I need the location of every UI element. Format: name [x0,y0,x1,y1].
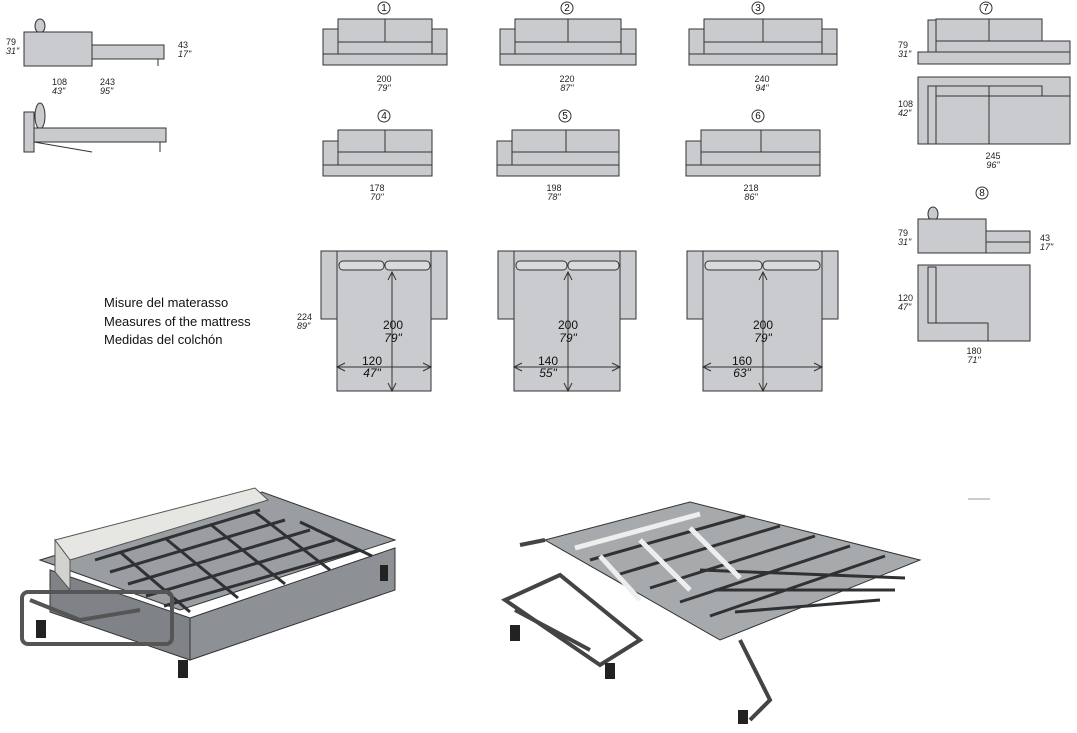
side-depth-cm: 108 [52,77,67,87]
corner7-height-in: 31" [898,49,912,59]
side-height-in: 31" [6,46,20,56]
open-bed-3: 200 79" 160 63" [686,250,839,393]
mechanism-open-illustration [500,501,922,724]
corner-number: 7 [983,3,989,14]
bed-2-width-cm: 140 [538,354,558,368]
corner8-depth-in: 47" [898,302,912,312]
side-view-closed [23,18,165,67]
sofa-6-width-cm: 218 [743,183,758,193]
corner-sofa-8: 8 [917,186,1031,342]
side-depth-in: 43" [52,86,66,96]
bed-1-length-cm: 200 [383,318,403,332]
sofa-1-width-in: 79" [377,83,391,93]
sofa-5: 5 198 78" [496,109,620,202]
bed-3-length-cm: 200 [753,318,773,332]
corner7-depth-in: 42" [898,108,912,118]
corner8-width-cm: 180 [966,346,981,356]
corner7-depth-cm: 108 [898,99,913,109]
sofa-1: 1 200 79" [322,1,448,93]
sofa-4: 4 178 70" [322,109,433,202]
sofa-6: 6 218 86" [685,109,821,202]
sofa-3-width-cm: 240 [754,74,769,84]
bed-1-length-in: 79" [384,331,402,345]
corner8-width-in: 71" [967,355,981,365]
sofa-2-width-in: 87" [560,83,574,93]
sofa-4-width-cm: 178 [369,183,384,193]
sofa-2: 2 220 87" [499,1,637,93]
sofa-4-width-in: 70" [370,192,384,202]
side-view-open [23,102,167,153]
sofa-5-width-cm: 198 [546,183,561,193]
mattress-open-cm: 224 [297,312,312,322]
mechanism-closed-illustration [20,487,397,678]
sofa-number: 4 [381,111,387,122]
sofa-number: 6 [755,111,761,122]
corner7-height-cm: 79 [898,40,908,50]
bed-1-width-in: 47" [363,366,381,380]
sofa-5-width-in: 78" [547,192,561,202]
corner7-width-in: 96" [986,160,1000,170]
open-bed-2: 200 79" 140 55" [497,250,637,393]
open-bed-1: 200 79" 120 47" [320,250,448,393]
mattress-label-en: Measures of the mattress [104,314,251,329]
mattress-label-it: Misure del materasso [104,295,228,310]
sofa-number: 5 [562,111,568,122]
mattress-label-es: Medidas del colchón [104,332,223,347]
corner8-height-in: 31" [898,237,912,247]
corner7-width-cm: 245 [985,151,1000,161]
corner8-depth-cm: 120 [898,293,913,303]
side-seat-cm: 43 [178,40,188,50]
sofa-3-width-in: 94" [755,83,769,93]
corner8-seat-cm: 43 [1040,233,1050,243]
bed-3-width-cm: 160 [732,354,752,368]
bed-2-length-cm: 200 [558,318,578,332]
bed-2-length-in: 79" [559,331,577,345]
corner-sofa-7: 7 [917,1,1071,145]
sofa-number: 3 [755,3,761,14]
bed-3-width-in: 63" [733,366,751,380]
sofa-6-width-in: 86" [744,192,758,202]
bed-1-width-cm: 120 [362,354,382,368]
mattress-open-in: 89" [297,321,311,331]
side-height-cm: 79 [6,37,16,47]
sofa-number: 2 [564,3,570,14]
sofa-number: 1 [381,3,387,14]
sofa-3: 3 240 94" [688,1,838,93]
bed-2-width-in: 55" [539,366,557,380]
bed-3-length-in: 79" [754,331,772,345]
corner8-height-cm: 79 [898,228,908,238]
side-seat-in: 17" [178,49,192,59]
side-open-in: 95" [100,86,114,96]
corner-number: 8 [979,188,985,199]
sofa-2-width-cm: 220 [559,74,574,84]
sofa-1-width-cm: 200 [376,74,391,84]
corner8-seat-in: 17" [1040,242,1054,252]
side-open-cm: 243 [100,77,115,87]
